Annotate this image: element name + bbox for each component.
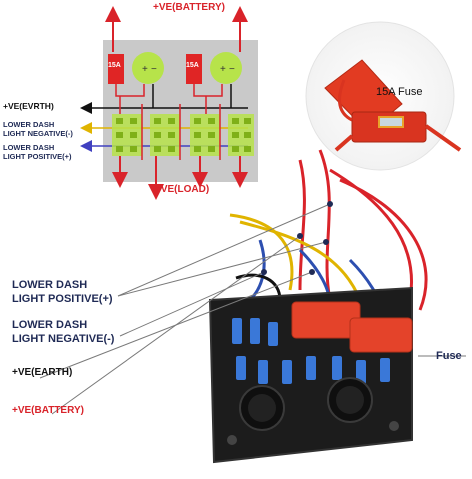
diagram-fuse-2: [186, 54, 202, 84]
battery-label: +VE(BATTERY): [153, 2, 225, 13]
diagram-socket-1: [132, 52, 164, 84]
diagram-fuse-1: [108, 54, 124, 84]
load-label: +VE(LOAD): [155, 184, 210, 195]
lower-dash-negative-label: LOWER DASH LIGHT NEGATIVE(-): [3, 120, 73, 138]
callout-lower-dash-positive: LOWER DASH LIGHT POSITIVE(+): [12, 278, 113, 306]
callout-lower-dash-negative-line-2: LIGHT NEGATIVE(-): [12, 333, 115, 345]
svg-text:+: +: [220, 64, 226, 75]
callout-lower-dash-negative-line-1: LOWER DASH: [12, 319, 88, 331]
diagram-socket-2: [210, 52, 242, 84]
callout-dots: [261, 201, 333, 275]
fuse-2-label: 15A: [186, 62, 199, 69]
wiring-diagram: + − + −: [80, 6, 258, 200]
callout-earth: +VE(EARTH): [12, 367, 73, 378]
fuse-callout: [305, 21, 462, 171]
fuse-1-label: 15A: [108, 62, 121, 69]
lower-dash-negative-line-2: LIGHT NEGATIVE(-): [3, 129, 73, 138]
callout-battery: +VE(BATTERY): [12, 405, 84, 416]
svg-text:−: −: [151, 64, 157, 75]
callout-lower-dash-positive-line-2: LIGHT POSITIVE(+): [12, 293, 113, 305]
lower-dash-positive-label: LOWER DASH LIGHT POSITIVE(+): [3, 143, 72, 161]
fuse-callout-label: 15A Fuse: [376, 86, 423, 98]
svg-text:−: −: [229, 64, 235, 75]
callout-lower-dash-negative: LOWER DASH LIGHT NEGATIVE(-): [12, 318, 114, 346]
earth-label: +VE(EVRTH): [3, 101, 54, 111]
switch-panel-photo: [208, 149, 428, 464]
callout-fuse: Fuse: [436, 350, 462, 362]
callout-lower-dash-positive-line-1: LOWER DASH: [12, 279, 88, 291]
callout-leaders: [39, 203, 466, 415]
lower-dash-positive-line-1: LOWER DASH: [3, 143, 55, 152]
diagram-switch-row: [112, 114, 254, 156]
lower-dash-negative-line-1: LOWER DASH: [3, 120, 55, 129]
svg-text:+: +: [142, 64, 148, 75]
lower-dash-positive-line-2: LIGHT POSITIVE(+): [3, 152, 72, 161]
